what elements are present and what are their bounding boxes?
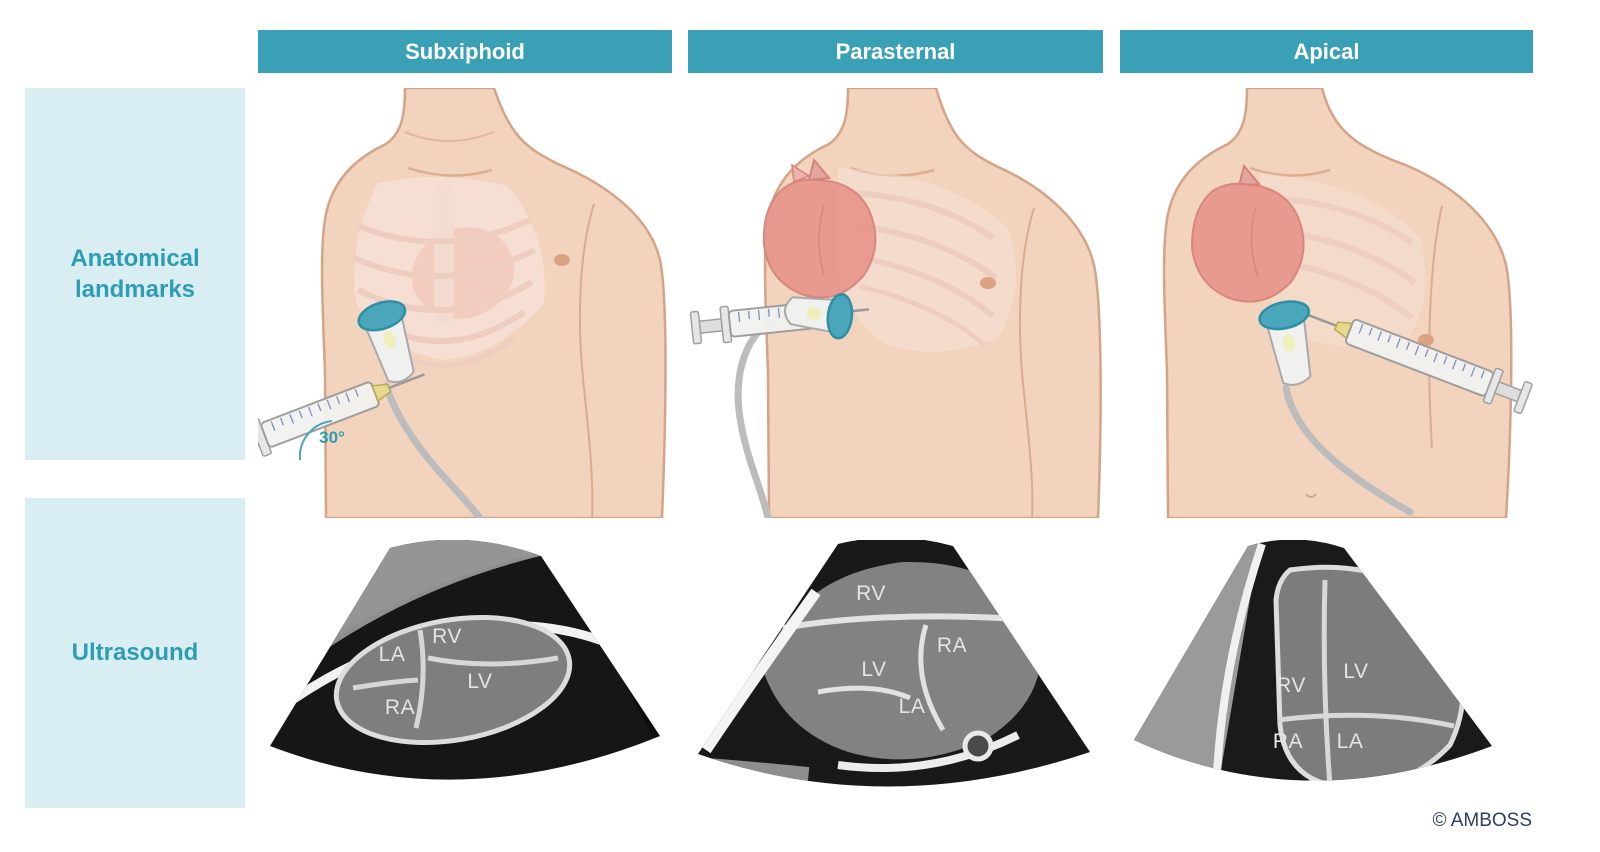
needle-angle-arc: [298, 420, 333, 461]
pericardium-line: [837, 731, 1020, 772]
chamber-label: RV: [856, 582, 886, 605]
pericardium-line: [1212, 542, 1266, 781]
panel-subxiphoid: LA RV RA LV 30°: [258, 88, 672, 810]
chamber-label: LV: [467, 670, 493, 693]
heart: [1190, 163, 1305, 303]
row-label-ultrasound: Ultrasound: [25, 498, 245, 808]
syringe-scale-marks: [1358, 323, 1485, 379]
heart-chambers: [333, 614, 573, 746]
needle: [388, 373, 426, 390]
panel-apical: RV LV RA LA: [1120, 88, 1534, 810]
nipple: [554, 254, 570, 266]
ultrasound-image-apical: [1134, 540, 1492, 781]
torso-illustration-subxiphoid: [258, 88, 667, 518]
probe-cap: [1258, 300, 1311, 331]
ultrasound-probe: [357, 300, 415, 384]
chamber-label: LV: [1343, 660, 1369, 683]
chamber-label: RA: [384, 696, 416, 719]
chamber-label: RV: [1276, 674, 1306, 697]
needle-angle-label: 30°: [319, 428, 345, 447]
probe-cable: [382, 382, 484, 518]
ultrasound-image-parasternal: [698, 540, 1090, 787]
navel-line: [1305, 493, 1317, 498]
chamber-label: LA: [378, 643, 406, 666]
column-header-apical: Apical: [1120, 30, 1533, 73]
probe-cap: [826, 293, 854, 340]
nipple: [1418, 334, 1434, 346]
amboss-credit: © AMBOSS: [1432, 810, 1532, 831]
heart: [762, 157, 877, 299]
syringe-scale-marks: [270, 388, 359, 431]
ultrasound-probe: [1258, 300, 1312, 386]
chamber-label: LV: [861, 658, 887, 681]
torso-illustration-parasternal: [689, 88, 1102, 518]
column-header-subxiphoid: Subxiphoid: [258, 30, 672, 73]
chamber-label: RV: [432, 625, 462, 648]
nipple: [980, 277, 996, 289]
heart-chambers: [763, 561, 1042, 760]
chamber-label: LA: [898, 695, 926, 718]
collarbone-line: [850, 166, 935, 177]
chamber-label: RA: [1272, 730, 1304, 753]
collarbone-line: [1249, 166, 1331, 177]
neck-line: [404, 131, 495, 142]
chamber-label: LA: [1336, 730, 1364, 753]
ultrasound-image-subxiphoid: [270, 540, 660, 780]
probe-cable: [1282, 384, 1414, 516]
chamber-label: RA: [936, 634, 968, 657]
needle-hub: [371, 383, 392, 403]
probe-cap: [357, 300, 407, 332]
column-header-parasternal: Parasternal: [688, 30, 1103, 73]
torso-illustration-apical: [1162, 88, 1533, 518]
arm-crease: [578, 203, 595, 518]
descending-aorta: [962, 730, 994, 762]
syringe: [1296, 309, 1533, 415]
needle: [850, 308, 870, 313]
row-label-anatomical-landmarks: Anatomical landmarks: [25, 88, 245, 460]
panel-parasternal: RV RA LV LA: [688, 88, 1102, 810]
arm-crease: [1018, 207, 1035, 518]
syringe: [258, 373, 426, 457]
arm-crease: [1428, 205, 1443, 449]
collarbone-line: [407, 166, 493, 177]
ultrasound-probe: [783, 293, 854, 340]
